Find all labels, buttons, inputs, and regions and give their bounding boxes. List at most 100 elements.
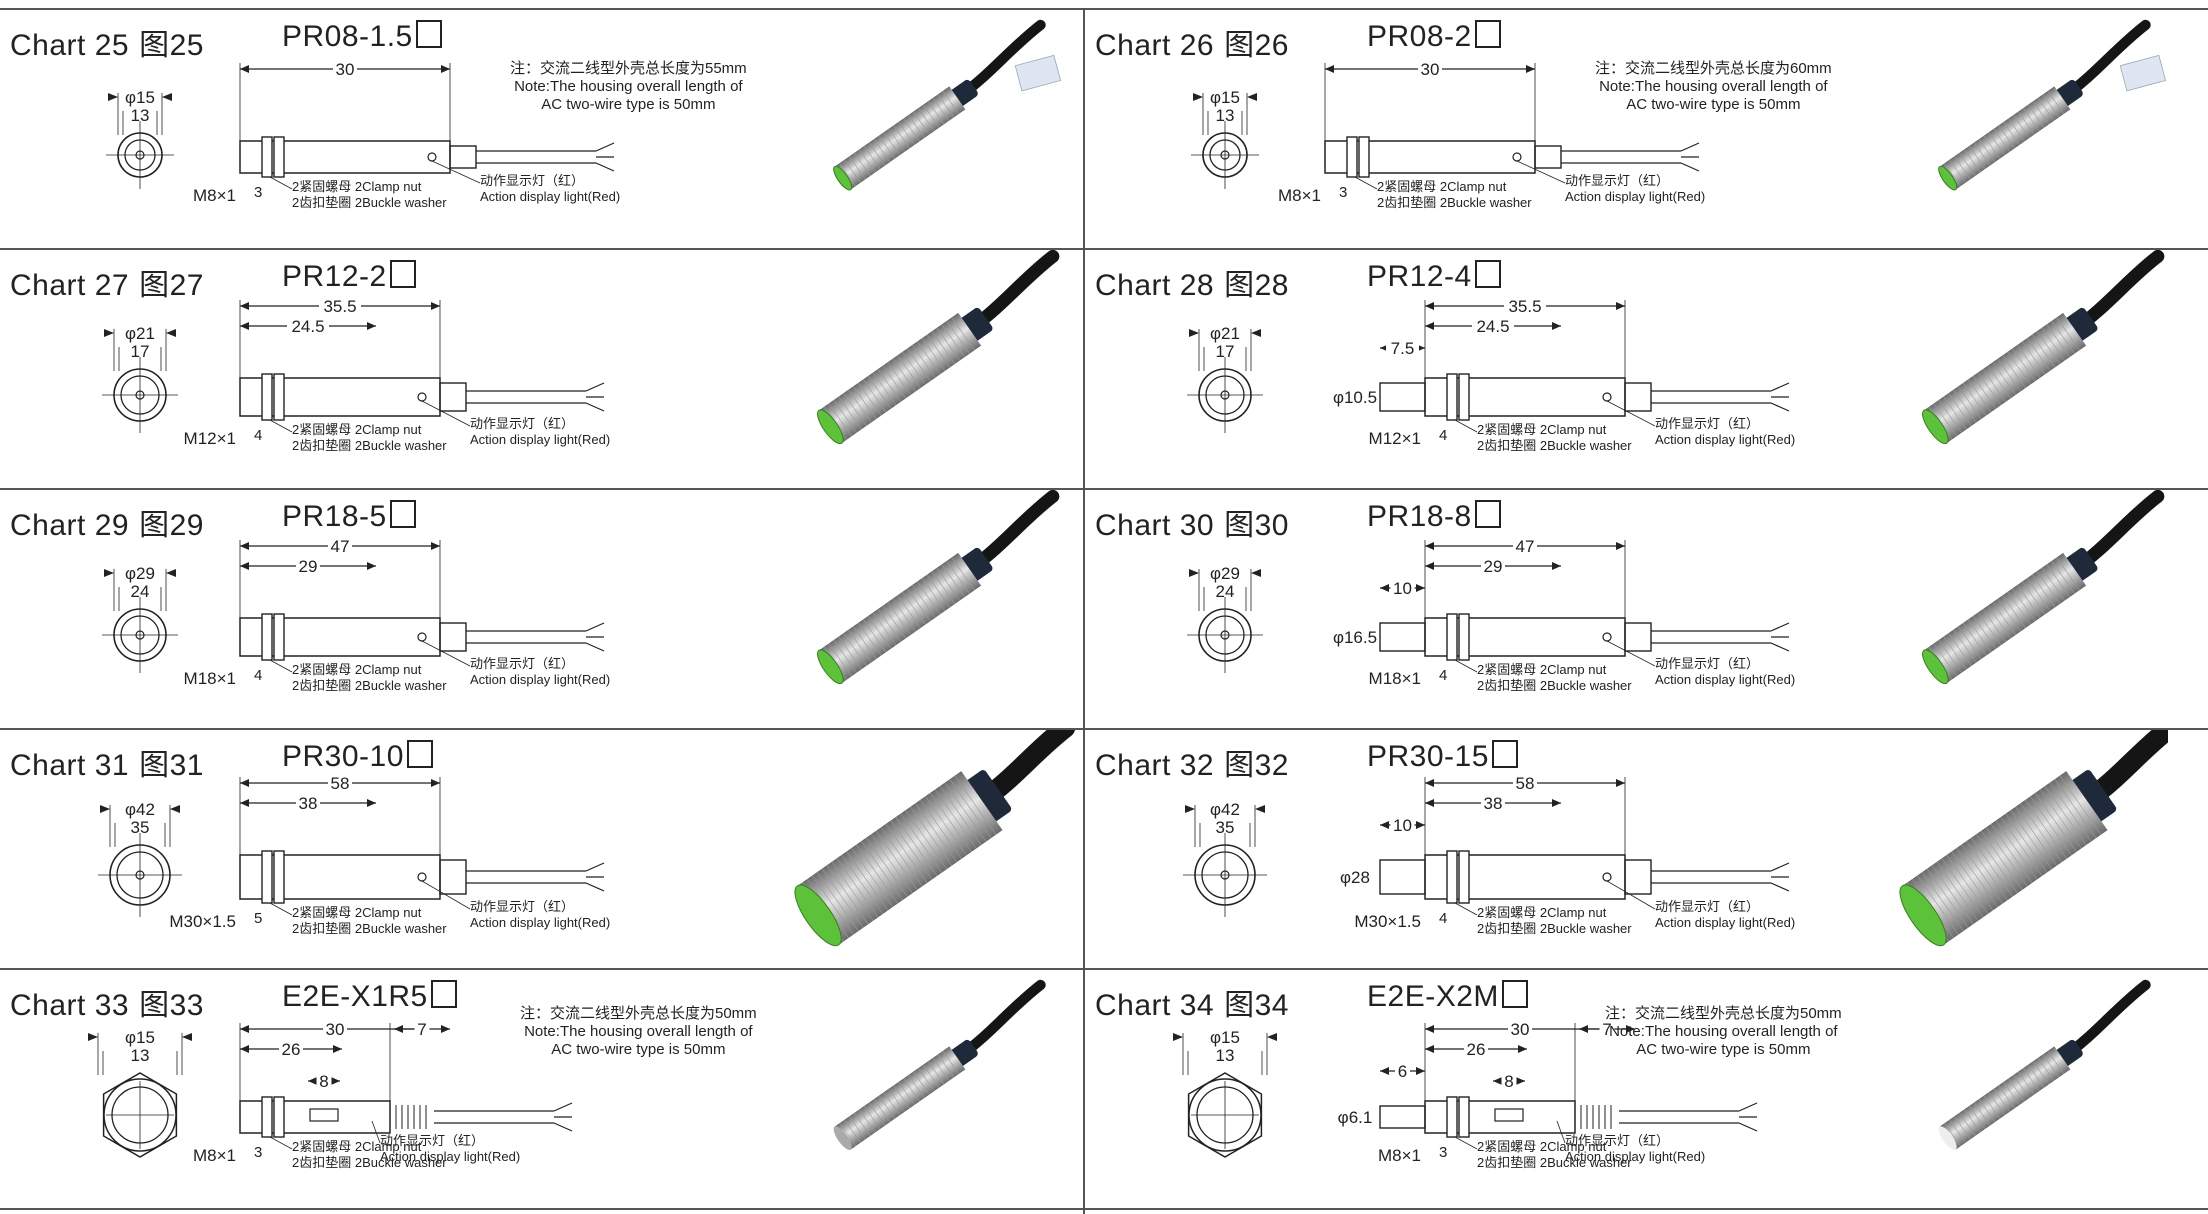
sensor-photo-body	[1922, 490, 2165, 685]
photo-thread	[868, 1102, 886, 1126]
photo-thread	[2021, 341, 2046, 375]
indicator-light	[1602, 632, 1612, 642]
photo-thread	[908, 114, 925, 139]
photo-thread	[2003, 121, 2020, 146]
model-label: E2E-X1R5	[282, 980, 457, 1014]
photo-thread	[2051, 560, 2075, 594]
sensor-photo-body	[817, 490, 1060, 685]
photo-thread	[2041, 567, 2066, 601]
photo-thread	[867, 615, 892, 649]
inner-diameter-label: 13	[1216, 106, 1235, 125]
model-number: PR30-15	[1367, 740, 1489, 773]
sensor-photo-body	[1899, 730, 2168, 947]
photo-thread	[873, 1098, 891, 1123]
figure-label: 图32	[1224, 749, 1289, 782]
photo-thread	[862, 379, 887, 413]
photo-thread	[2032, 1061, 2050, 1085]
note-line-en1: Note:The housing overall length of	[1599, 78, 1828, 95]
action-light-en-label: Action display light(Red)	[470, 432, 610, 447]
note-line-en1: Note:The housing overall length of	[514, 78, 743, 95]
inner-diameter-label: 24	[131, 582, 150, 601]
thread-label: M8×1	[1278, 186, 1321, 205]
leader-line	[1454, 902, 1478, 916]
cable-wires	[585, 862, 605, 892]
photo-thread	[882, 365, 906, 399]
model-label: PR08-2	[1367, 20, 1501, 54]
nut-width-label: 5	[254, 910, 262, 927]
total-length-dim-label-bg	[328, 773, 352, 793]
action-light-cn-label: 动作显示灯（红）	[480, 173, 584, 188]
dim-arrow	[88, 1033, 98, 1041]
clamp-nut	[261, 1096, 273, 1138]
buckle-washer-label: 2齿扣垫圈 2Buckle washer	[292, 1155, 447, 1170]
outer-diameter-label: φ29	[125, 564, 155, 583]
total-length-dim-arrow	[240, 542, 249, 550]
photo-thread	[1931, 865, 1974, 925]
photo-thread	[826, 865, 869, 925]
leader-line	[269, 902, 293, 916]
face-length-dim-arrow	[1416, 1067, 1425, 1075]
clamp-nut	[273, 373, 285, 421]
face-length-dim-arrow	[1380, 584, 1389, 592]
photo-thread	[2010, 809, 2053, 870]
clamp-nut	[261, 613, 273, 661]
face-diameter-label: φ6.1	[1338, 1108, 1373, 1127]
photo-thread	[848, 629, 872, 663]
cable-gland	[439, 622, 467, 652]
photo-thread	[927, 101, 945, 125]
photo-thread	[2000, 816, 2043, 877]
column-divider	[1083, 8, 1085, 1214]
indicator-light	[1512, 152, 1522, 162]
chart-label: Chart 30	[1095, 509, 1215, 542]
total-length-dim-arrow	[240, 302, 249, 310]
photo-thread	[917, 108, 935, 132]
photo-cable-gland	[2065, 770, 2117, 826]
photo-sensing-face	[817, 409, 844, 445]
leader-line	[1454, 419, 1478, 433]
clamp-nut	[1446, 613, 1458, 661]
leader-line	[1606, 880, 1656, 910]
dim-arrow	[1251, 329, 1261, 337]
photo-thread	[902, 351, 926, 385]
light-length-dim-arrow	[1516, 1077, 1525, 1085]
leader-line	[1606, 400, 1656, 427]
buckle-washer-label: 2齿扣垫圈 2Buckle washer	[292, 921, 447, 936]
photo-thread	[907, 588, 931, 622]
photo-thread	[2013, 114, 2030, 139]
thread-label: M8×1	[1378, 1146, 1421, 1165]
note-line-en1: Note:The housing overall length of	[524, 1023, 753, 1040]
thread-length-dim-label: 26	[1467, 1040, 1486, 1059]
photo-thread	[885, 823, 928, 884]
photo-thread	[1916, 875, 1959, 935]
model-suffix-box	[1491, 740, 1518, 768]
tail-length-dim-label-bg	[1599, 1019, 1615, 1039]
model-suffix-box	[389, 500, 416, 528]
model-number: PR18-5	[282, 500, 387, 533]
photo-thread	[951, 317, 975, 351]
thread-length-dim-label: 29	[1484, 557, 1503, 576]
photo-thread	[887, 602, 911, 636]
face-length-dim-arrow	[1380, 821, 1389, 829]
photo-thread	[941, 324, 965, 358]
photo-thread	[892, 598, 916, 632]
photo-sensing-face	[833, 1126, 852, 1150]
photo-thread	[929, 792, 972, 853]
cable-wires	[1738, 1102, 1758, 1132]
photo-thread	[883, 132, 901, 156]
cable-wires	[1770, 862, 1790, 892]
indicator-light	[1494, 1108, 1524, 1122]
photo-thread	[2042, 94, 2060, 118]
total-length-dim-label-bg	[323, 1019, 347, 1039]
photo-thread	[2041, 327, 2066, 361]
